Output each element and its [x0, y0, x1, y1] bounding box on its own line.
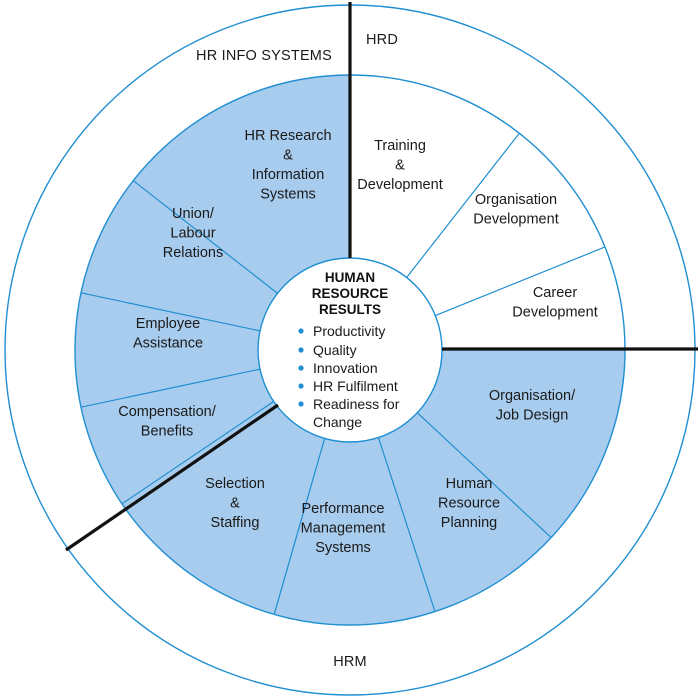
segment-label-selection: Selection&Staffing [205, 476, 265, 531]
bullet-icon [298, 383, 304, 389]
bullet-icon [298, 365, 304, 371]
segment-label-compensation: Compensation/Benefits [118, 404, 216, 440]
region-dividers [65, 2, 698, 552]
bullet-icon [298, 328, 304, 334]
center-results: HUMAN RESOURCE RESULTS Productivity Qual… [298, 270, 400, 430]
segment-org-job-design [417, 350, 625, 538]
segment-career [435, 246, 625, 350]
segment-border [121, 400, 275, 505]
result-item: Innovation [313, 360, 378, 376]
region-label-hr-info-systems: HR INFO SYSTEMS [196, 48, 332, 64]
wheel-segments [74, 75, 625, 625]
result-item: Change [313, 414, 362, 430]
center-title-line: RESOURCE [312, 286, 389, 301]
region-label-hrd: HRD [366, 32, 398, 48]
center-title-line: RESULTS [319, 302, 381, 317]
result-item: Productivity [313, 323, 385, 339]
region-label-hrm: HRM [333, 654, 367, 670]
segment-label-training: Training&Development [357, 138, 442, 193]
segment-border [80, 292, 261, 332]
segment-border [435, 246, 606, 317]
segment-hr-research [133, 75, 350, 294]
result-item: Quality [313, 342, 357, 358]
segment-border [132, 180, 278, 294]
segment-border [406, 132, 520, 278]
segment-label-org-job-design: Organisation/Job Design [489, 388, 576, 424]
result-item: Readiness for [313, 396, 400, 412]
segment-performance [274, 437, 435, 625]
bullet-icon [298, 347, 304, 353]
segment-border [377, 437, 436, 612]
segment-training [350, 75, 520, 278]
segment-hr-planning [378, 412, 552, 612]
segment-union [81, 180, 278, 331]
segment-border [80, 368, 261, 408]
center-title-line: HUMAN [325, 270, 375, 285]
bullet-icon [298, 401, 304, 407]
segment-org-dev [406, 133, 605, 316]
result-item: HR Fulfilment [313, 378, 398, 394]
segment-compensation [81, 369, 274, 504]
segment-border [416, 412, 552, 538]
divider-lower-left [65, 403, 279, 552]
segment-selection [122, 401, 325, 615]
segment-border [273, 438, 326, 615]
